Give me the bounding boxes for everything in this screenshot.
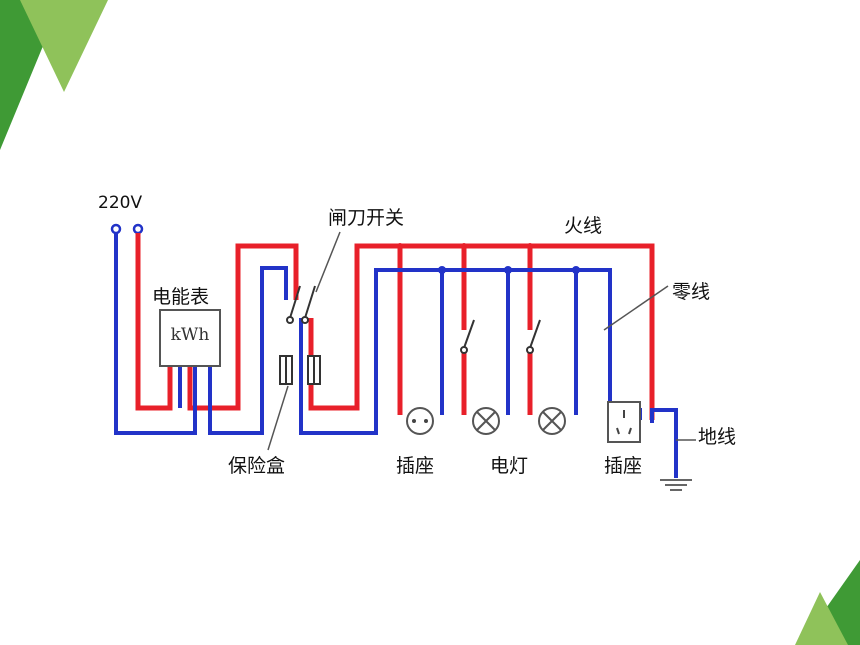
socket-left-label: 插座 (396, 455, 434, 477)
ground-wire (650, 408, 678, 478)
lamp-icon-2 (538, 407, 566, 435)
lamp-icon-1 (472, 407, 500, 435)
fuse-box (279, 355, 321, 385)
neutral-wire (114, 233, 642, 435)
kwh-meter: kWh (159, 309, 221, 367)
junction-dots (438, 266, 580, 274)
ground-wire-label: 地线 (698, 426, 736, 448)
supply-label: 220V (98, 193, 142, 213)
decor-top-left (0, 0, 108, 150)
socket-left-icon (406, 407, 434, 435)
socket-right-icon (607, 401, 641, 443)
meter-label: 电能表 (152, 286, 209, 308)
neutral-wire-label: 零线 (672, 281, 710, 303)
socket-right-label: 插座 (604, 455, 642, 477)
ground-symbol-icon (660, 479, 692, 491)
live-wire-label: 火线 (564, 215, 602, 237)
fuse-box-label: 保险盒 (228, 455, 285, 477)
junction-dots-live (397, 243, 533, 249)
leader-lines (267, 231, 696, 451)
knife-switch-icon (286, 285, 316, 324)
meter-unit-label: kWh (171, 325, 210, 345)
decor-bottom-right (795, 560, 860, 645)
live-wire (135, 233, 655, 420)
supply-terminals (110, 223, 144, 235)
lamp-switch-icons (460, 319, 541, 354)
lamps-label: 电灯 (490, 455, 528, 477)
knife-switch-label: 闸刀开关 (328, 207, 404, 229)
